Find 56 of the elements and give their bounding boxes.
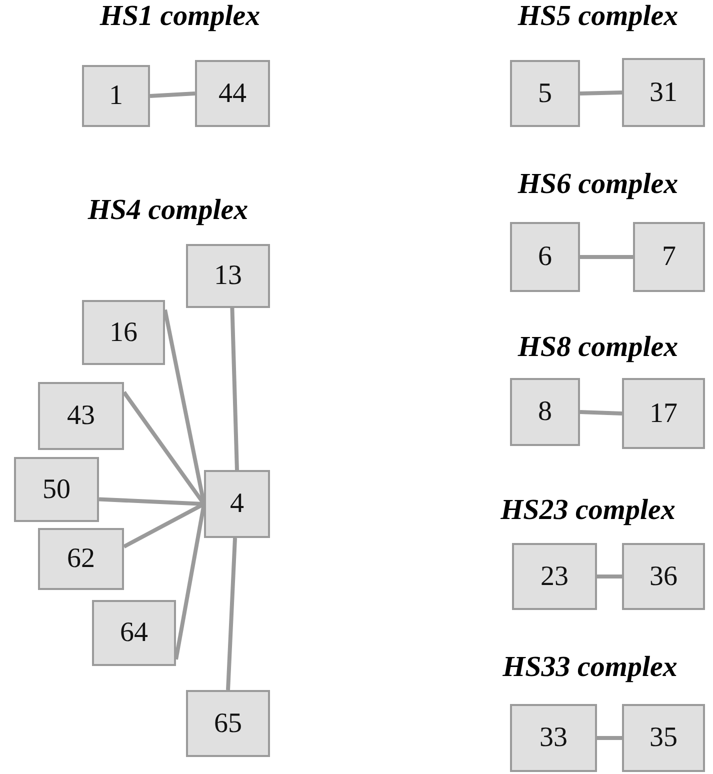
number-box [510, 378, 580, 446]
connector-line [230, 308, 239, 470]
number-label: 65 [214, 708, 242, 740]
number-label: 44 [218, 78, 246, 110]
number-box [512, 543, 597, 610]
number-label: 4 [230, 488, 244, 520]
number-label: 6 [538, 241, 552, 273]
number-label: 64 [120, 617, 148, 649]
number-label: 23 [540, 560, 568, 592]
number-box [204, 470, 270, 538]
number-box [622, 58, 705, 127]
number-box [38, 382, 124, 450]
group-heading: HS6 complex [518, 168, 678, 201]
number-label: 1 [109, 80, 123, 112]
number-box [622, 543, 705, 610]
number-box [14, 457, 99, 522]
connector-line [174, 504, 206, 660]
number-label: 5 [538, 78, 552, 110]
number-label: 36 [650, 560, 678, 592]
connector-line [597, 736, 622, 740]
number-box [622, 704, 705, 772]
number-label: 16 [110, 316, 138, 348]
number-label: 31 [650, 76, 678, 108]
number-label: 17 [650, 398, 678, 430]
group-heading: HS23 complex [500, 494, 676, 527]
number-label: 50 [42, 474, 70, 506]
number-box [186, 690, 270, 757]
number-label: 13 [214, 260, 242, 292]
connector-line [580, 255, 633, 259]
connector-line [580, 410, 622, 416]
connector-line [580, 90, 622, 96]
number-label: 43 [67, 400, 95, 432]
number-box [622, 378, 705, 449]
connector-line [226, 538, 238, 690]
group-heading: HS5 complex [518, 0, 678, 33]
number-box [510, 704, 597, 772]
number-box [82, 300, 165, 365]
number-box [92, 600, 176, 666]
number-label: 35 [650, 722, 678, 754]
number-box [195, 60, 270, 127]
connector-line [150, 92, 196, 98]
group-heading: HS33 complex [502, 651, 678, 684]
number-box [510, 60, 580, 127]
number-box [82, 65, 150, 127]
number-box [38, 528, 124, 590]
group-heading: HS4 complex [88, 194, 248, 227]
group-heading: HS8 complex [518, 331, 678, 364]
group-heading: HS1 complex [100, 0, 260, 33]
connector-line [597, 574, 622, 578]
number-box [186, 244, 270, 308]
number-label: 8 [538, 396, 552, 428]
number-label: 33 [540, 722, 568, 754]
number-label: 7 [662, 241, 676, 273]
number-label: 62 [67, 543, 95, 575]
number-box [510, 222, 580, 292]
number-box [633, 222, 705, 292]
